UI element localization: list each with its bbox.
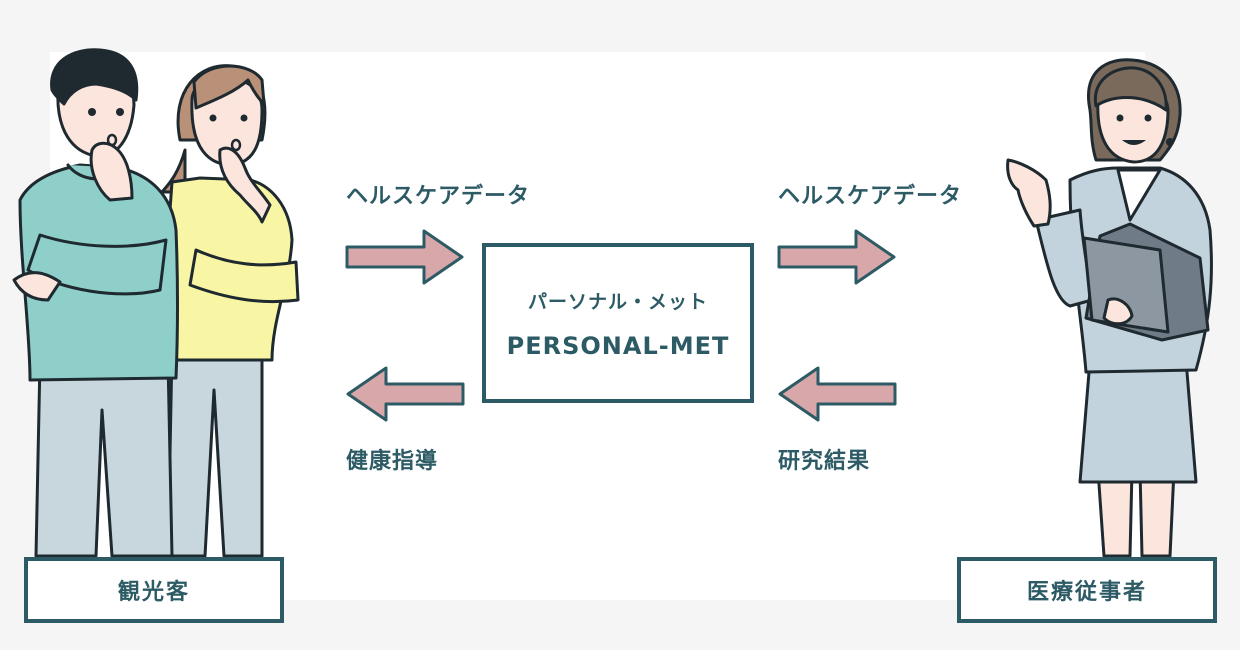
left-arrow-left-bottom bbox=[346, 366, 465, 422]
center-title-jp: パーソナル・メット bbox=[527, 290, 708, 313]
right-top-label: ヘルスケアデータ bbox=[778, 184, 963, 209]
left-bottom-label: 健康指導 bbox=[346, 449, 439, 474]
medical-worker-illustration bbox=[1006, 58, 1213, 558]
tourists-label: 観光客 bbox=[117, 580, 190, 605]
personal-met-box: パーソナル・メット PERSONAL-MET bbox=[482, 243, 754, 403]
tourists-illustration bbox=[12, 48, 300, 558]
medical-staff-label-box: 医療従事者 bbox=[957, 557, 1217, 623]
right-arrow-left-top bbox=[345, 229, 464, 285]
right-bottom-label: 研究結果 bbox=[778, 449, 871, 474]
center-title-en: PERSONAL-MET bbox=[506, 331, 730, 360]
right-arrow-right-top bbox=[777, 229, 896, 285]
medical-staff-label: 医療従事者 bbox=[1026, 580, 1147, 605]
left-arrow-right-bottom bbox=[778, 366, 897, 422]
left-top-label: ヘルスケアデータ bbox=[346, 184, 531, 209]
tourists-label-box: 観光客 bbox=[24, 557, 284, 623]
